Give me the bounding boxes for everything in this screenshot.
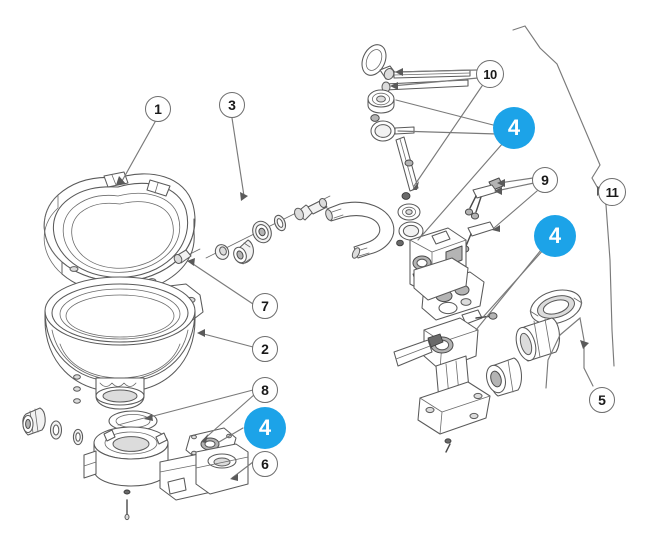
part-seat-hinge-hardware-kit [205, 195, 331, 265]
part-discharge-hose-elbow [325, 201, 395, 259]
leader-lines [116, 68, 605, 481]
part-discharge-fitting-and-seal [486, 289, 583, 397]
part-pump-base-housing [83, 426, 249, 521]
callout-8[interactable]: 8 [252, 377, 278, 403]
callout-3[interactable]: 3 [219, 92, 245, 118]
callout-4-highlight[interactable]: 4 [493, 107, 535, 149]
callout-7[interactable]: 7 [252, 293, 278, 319]
assembly-bracket-5 [545, 316, 594, 389]
part-base-seal-rings [22, 407, 84, 446]
callout-9[interactable]: 9 [532, 167, 558, 193]
callout-5[interactable]: 5 [589, 387, 615, 413]
part-pump-cylinder-body [393, 257, 491, 453]
part-toilet-seat-and-lid [43, 171, 196, 294]
callout-4-highlight[interactable]: 4 [534, 215, 576, 257]
callout-10[interactable]: 10 [476, 60, 504, 88]
callout-2[interactable]: 2 [252, 336, 278, 362]
callout-4-highlight[interactable]: 4 [244, 407, 286, 449]
callout-6[interactable]: 6 [252, 451, 278, 477]
part-valve-assembly [460, 177, 504, 253]
part-bowl-mounting-bolt [173, 248, 201, 264]
callout-1[interactable]: 1 [145, 96, 171, 122]
part-toilet-bowl [44, 276, 204, 410]
callout-11[interactable]: 11 [598, 178, 626, 206]
